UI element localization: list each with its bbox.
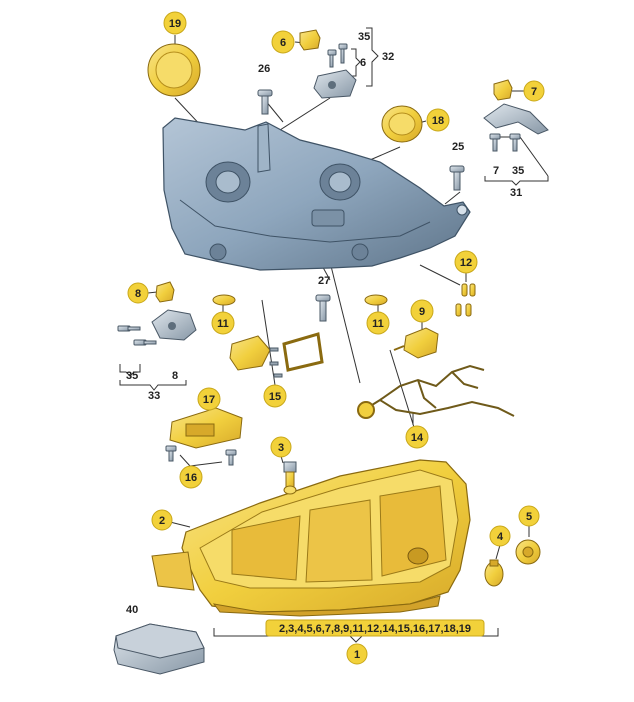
- callout-16: 16: [179, 465, 203, 489]
- label-35-left: 35: [126, 370, 138, 382]
- wiring-harness-14: [357, 364, 515, 419]
- callout-11-left: 11: [211, 311, 235, 335]
- callout-14-label: 14: [411, 432, 424, 444]
- callout-3: 3: [270, 436, 292, 458]
- callout-1-parts-list-label: 2,3,4,5,6,7,8,9,11,12,14,15,16,17,18,19: [279, 623, 471, 635]
- callout-15: 15: [263, 384, 287, 408]
- label-33: 33: [148, 390, 160, 402]
- callout-4-label: 4: [497, 531, 504, 543]
- callout-3-label: 3: [278, 442, 284, 454]
- label-35-right: 35: [512, 165, 524, 177]
- bracket-31: [483, 103, 549, 135]
- callout-8: 8: [127, 282, 149, 304]
- callout-5-label: 5: [526, 511, 532, 523]
- screws-left: [117, 325, 157, 346]
- cap-18: [381, 105, 423, 143]
- screw-27: [315, 294, 331, 322]
- label-6-group: 6: [360, 57, 366, 69]
- callout-18-label: 18: [432, 115, 444, 127]
- nut-8: [155, 281, 175, 303]
- headlight-housing: [162, 117, 471, 271]
- cap-19: [147, 43, 201, 97]
- callout-7: 7: [523, 80, 545, 102]
- block-40: [113, 623, 205, 675]
- label-35-top: 35: [358, 31, 370, 43]
- callout-11-left-label: 11: [217, 318, 229, 330]
- plain-labels: 35 32 6 26 25 7 35 31 27 35 8 33 40: [126, 31, 524, 616]
- callout-19: 19: [163, 11, 187, 35]
- screws-16: [165, 445, 237, 466]
- callout-7-label: 7: [531, 86, 537, 98]
- callout-8-label: 8: [135, 288, 141, 300]
- callout-12: 12: [454, 250, 478, 274]
- callout-1-label: 1: [354, 649, 360, 661]
- screws-right: [489, 133, 521, 152]
- screw-25: [449, 165, 465, 191]
- label-27: 27: [318, 275, 330, 287]
- callout-18: 18: [426, 108, 450, 132]
- callout-1: 1: [346, 643, 368, 665]
- callout-12-label: 12: [460, 257, 472, 269]
- headlight-lens-body: [151, 459, 471, 617]
- label-7-group: 7: [493, 165, 499, 177]
- callout-14: 14: [405, 425, 429, 449]
- callout-15-label: 15: [269, 391, 281, 403]
- label-32: 32: [382, 51, 394, 63]
- callout-9-label: 9: [419, 306, 425, 318]
- callouts: 19 6 18 7 12 8 11 11 9 15 17 14 3 16 2: [127, 11, 545, 665]
- bracket-32: [313, 69, 357, 99]
- grommet-11-left: [212, 294, 236, 306]
- callout-17: 17: [197, 387, 221, 411]
- nut-7: [493, 79, 513, 101]
- callout-2-label: 2: [159, 515, 165, 527]
- callout-6-label: 6: [280, 37, 286, 49]
- callout-1-parts-list: 2,3,4,5,6,7,8,9,11,12,14,15,16,17,18,19: [265, 619, 485, 637]
- label-31: 31: [510, 187, 522, 199]
- bulb-3: [283, 461, 297, 495]
- callout-19-label: 19: [169, 18, 181, 30]
- label-26: 26: [258, 63, 270, 75]
- screw-26: [257, 89, 273, 115]
- callout-6: 6: [271, 30, 295, 54]
- bracket-33: [151, 309, 197, 341]
- label-40: 40: [126, 604, 138, 616]
- label-25: 25: [452, 141, 464, 153]
- pins-12: [455, 283, 476, 317]
- bulb-4: [484, 559, 504, 587]
- module-15: [229, 332, 324, 378]
- control-unit-17: [169, 407, 243, 449]
- label-8-group: 8: [172, 370, 178, 382]
- callout-9: 9: [410, 299, 434, 323]
- callout-4: 4: [489, 525, 511, 547]
- callout-5: 5: [518, 505, 540, 527]
- socket-5: [515, 539, 541, 565]
- grommet-11-right: [364, 294, 388, 306]
- motor-9: [393, 327, 439, 359]
- nut-6: [299, 29, 321, 51]
- callout-11-right: 11: [366, 311, 390, 335]
- callout-2: 2: [151, 509, 173, 531]
- screws-35-top: [327, 43, 348, 68]
- callout-11-right-label: 11: [372, 318, 384, 330]
- callout-17-label: 17: [203, 394, 215, 406]
- callout-16-label: 16: [185, 472, 197, 484]
